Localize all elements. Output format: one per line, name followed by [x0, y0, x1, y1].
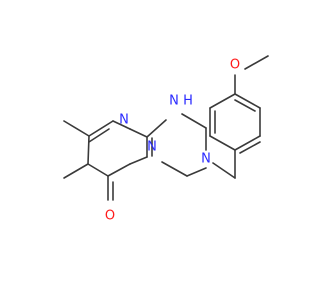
- bond: [212, 162, 236, 179]
- bond: [63, 120, 90, 137]
- bond: [88, 120, 114, 137]
- n-ring-top-atom-label: N: [119, 113, 129, 128]
- bond: [87, 135, 90, 165]
- bond: [181, 113, 207, 129]
- bond: [234, 135, 261, 151]
- bond: [129, 156, 148, 165]
- atom-labels: N H N N N O O: [105, 58, 240, 224]
- methoxy-oxygen-label: O: [230, 58, 240, 73]
- h-on-n-label: H: [183, 94, 193, 109]
- bond: [88, 128, 110, 143]
- bond: [107, 163, 131, 177]
- n-h-atom-label: N: [169, 94, 179, 109]
- bond: [112, 120, 131, 130]
- n-ring-right-atom-label: N: [201, 152, 211, 167]
- molecule-diagram: N H N N N O O: [63, 55, 269, 224]
- bond: [244, 55, 269, 70]
- bond: [209, 93, 236, 109]
- bonds: [63, 55, 269, 201]
- bond: [186, 167, 207, 177]
- bond: [87, 163, 109, 177]
- bond: [234, 93, 261, 109]
- bond: [234, 99, 256, 112]
- bond: [63, 163, 89, 179]
- bond: [146, 119, 167, 138]
- n-ring-mid-atom-label: N: [147, 140, 157, 155]
- bond: [239, 141, 261, 154]
- carbonyl-oxygen-label: O: [105, 209, 115, 224]
- bond: [129, 128, 148, 138]
- bond: [161, 161, 188, 177]
- bond: [209, 135, 236, 151]
